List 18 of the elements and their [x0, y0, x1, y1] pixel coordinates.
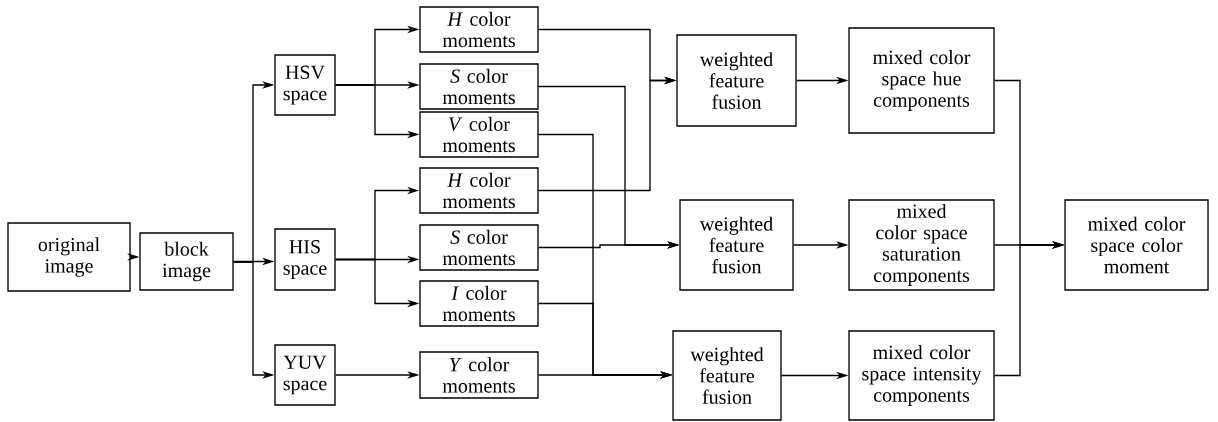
- process-box: original image: [7, 222, 131, 292]
- process-box: I color moments: [419, 280, 539, 327]
- process-box: weighted feature fusion: [679, 199, 794, 291]
- process-box: V color moments: [419, 111, 539, 158]
- process-box: weighted feature fusion: [672, 330, 782, 421]
- process-box: S color moments: [419, 224, 539, 271]
- process-box: block image: [139, 232, 234, 291]
- process-box: HIS space: [274, 228, 336, 291]
- process-box: H color moments: [419, 6, 539, 53]
- process-box: mixed color space color moment: [1064, 199, 1209, 291]
- process-box: HSV space: [274, 54, 336, 116]
- process-box: weighted feature fusion: [676, 34, 797, 127]
- process-box: mixed color space saturation components: [848, 199, 995, 291]
- process-box: H color moments: [419, 167, 539, 214]
- process-box: mixed color space intensity components: [848, 330, 995, 421]
- process-box: Y color moments: [419, 351, 539, 399]
- process-box: YUV space: [274, 344, 336, 406]
- process-box: mixed color space hue components: [848, 27, 995, 134]
